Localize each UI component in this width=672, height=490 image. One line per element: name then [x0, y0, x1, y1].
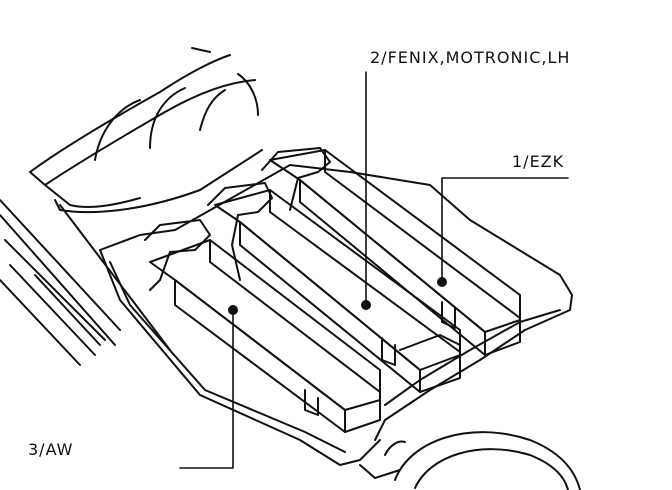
leader-line-module-1 — [441, 177, 569, 283]
round-component — [384, 431, 581, 490]
label-module-3: 3/AW — [28, 440, 74, 459]
module-box-3 — [149, 239, 381, 433]
marker-dot-module-3 — [228, 305, 238, 315]
marker-dot-module-1 — [437, 277, 447, 287]
marker-dot-module-2 — [361, 300, 371, 310]
leader-line-module-3 — [179, 309, 234, 469]
label-module-2: 2/FENIX,MOTRONIC,LH — [370, 48, 571, 67]
floor-hatch-lines — [0, 199, 171, 366]
vehicle-body-part — [29, 47, 263, 214]
retaining-straps — [144, 147, 331, 291]
marker-dots — [228, 277, 447, 315]
module-box-2 — [214, 189, 461, 393]
callout-leaders — [179, 71, 569, 469]
tray-outline — [99, 164, 573, 479]
module-box-1 — [269, 149, 521, 356]
label-module-1: 1/EZK — [512, 152, 565, 171]
